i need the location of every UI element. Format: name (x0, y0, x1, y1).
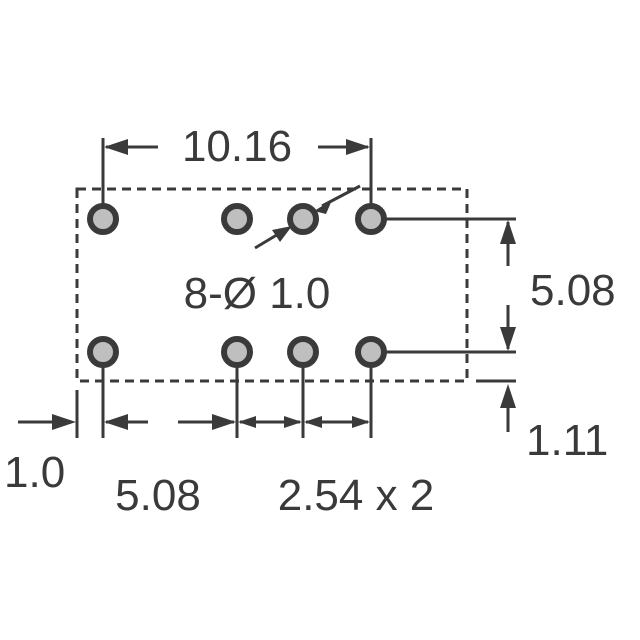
hole-spec-leader: 8-Ø 1.0 (184, 184, 361, 318)
dimension-label-bottom-span: 5.08 (115, 471, 201, 520)
dimension-label-bottom-pitch: 2.54 x 2 (278, 471, 435, 520)
dimension-bottom: 1.0 5.08 2.54 x 2 (4, 365, 434, 520)
pin-hole (87, 203, 119, 235)
dimension-top: 10.16 (101, 122, 373, 206)
pin-hole (355, 336, 387, 368)
component-outline (75, 187, 469, 383)
pin-row-top (87, 203, 387, 235)
dimension-label-right-offset: 1.11 (526, 416, 608, 465)
pin-hole (221, 336, 253, 368)
dimension-right-offset: 1.11 (476, 379, 608, 465)
dimension-label-right: 5.08 (530, 266, 616, 315)
pin-hole (287, 336, 319, 368)
dimension-label-left-offset: 1.0 (4, 448, 65, 497)
dimension-right: 5.08 (384, 217, 616, 354)
pin-hole (355, 203, 387, 235)
dimension-label-top: 10.16 (182, 122, 292, 171)
pin-hole (287, 203, 319, 235)
pin-hole (87, 336, 119, 368)
pin-row-bottom (87, 336, 387, 368)
hole-spec-label: 8-Ø 1.0 (184, 269, 331, 318)
pin-hole (221, 203, 253, 235)
